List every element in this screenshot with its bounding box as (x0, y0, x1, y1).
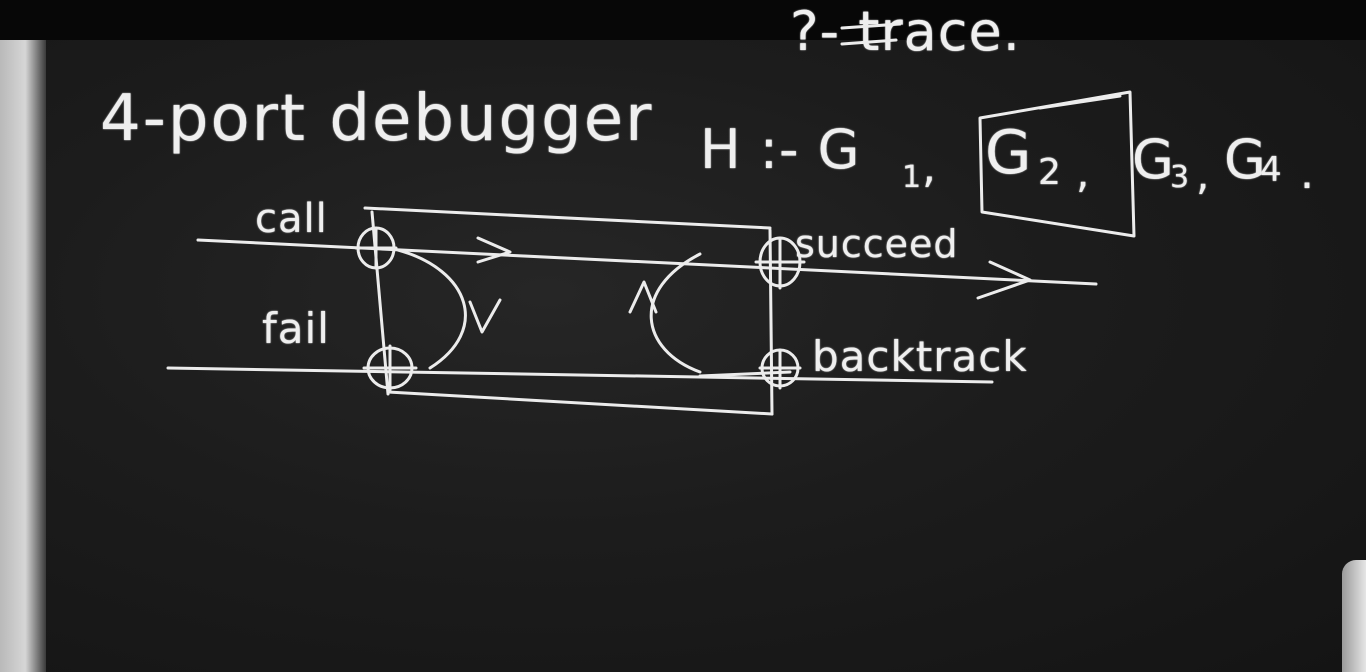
query-dash-lower (840, 38, 898, 46)
call-succeed-line (196, 238, 1098, 286)
clause-g1-sub: 1 (902, 160, 923, 195)
succeed-arrowhead (976, 260, 1032, 300)
call-to-fail-curve (396, 248, 467, 370)
clause-comma-1: , (922, 142, 937, 193)
backtrack-underline (698, 370, 792, 378)
query-dash (840, 22, 902, 30)
fail-backtrack-line (166, 366, 994, 384)
g2-box-extra-stroke (1038, 94, 1122, 110)
clause-comma-2: , (1076, 148, 1091, 197)
query-text: ?- trace. (790, 0, 1021, 63)
port-succeed-label: succeed (795, 222, 959, 266)
port-backtrack-label: backtrack (812, 332, 1028, 381)
clause-g3: G (1132, 128, 1175, 191)
right-edge-object (1342, 560, 1366, 672)
clause-comma-3: , (1196, 150, 1211, 199)
g2-highlight-box (978, 90, 1136, 238)
procedure-box-bottom (386, 390, 774, 416)
backtrack-to-succeed-curve (649, 252, 702, 374)
procedure-box-right (768, 228, 774, 416)
clause-head: H :- G (700, 118, 861, 181)
board-top-shadow (0, 0, 1366, 44)
port-fail-label: fail (262, 304, 330, 353)
clause-g2: G (985, 118, 1033, 188)
clause-period: . (1300, 148, 1315, 199)
clause-g2-sub: 2 (1038, 152, 1062, 193)
clause-g4-sub: 4 (1260, 150, 1283, 190)
call-to-fail-arrowhead (468, 298, 502, 334)
board-left-frame (0, 40, 46, 672)
port-call-label: call (255, 196, 328, 242)
chalkboard-surface (0, 40, 1366, 672)
procedure-box-top (363, 206, 772, 230)
clause-g3-sub: 3 (1170, 160, 1191, 195)
title-text: 4-port debugger (100, 82, 654, 156)
backtrack-to-succeed-arrowhead (628, 280, 658, 314)
call-arrow-mid (476, 236, 512, 264)
clause-g4: G (1224, 128, 1267, 191)
